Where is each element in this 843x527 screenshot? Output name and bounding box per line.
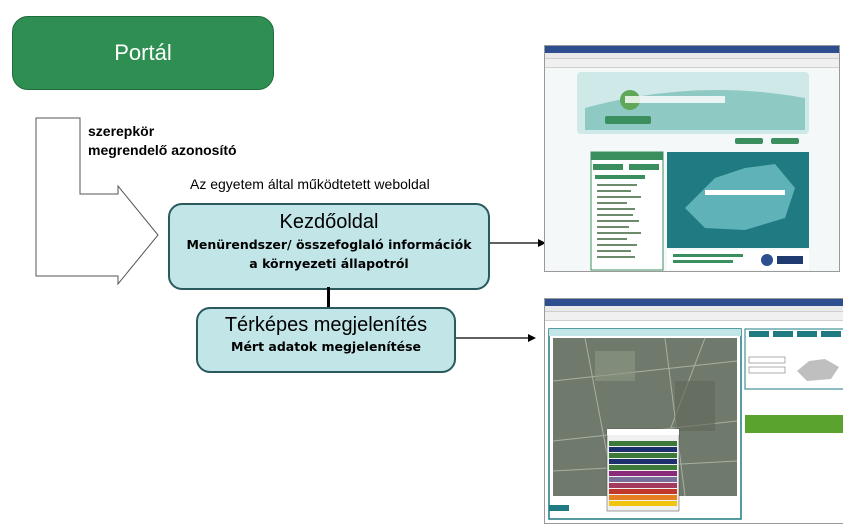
map-view-subtitle: Mért adatok megjelenítése: [231, 339, 421, 354]
customer-id-label: megrendelő azonosító: [88, 142, 237, 158]
home-to-map-connector: [327, 287, 330, 308]
map-view-screenshot: [544, 298, 843, 524]
home-pointer-arrow: [490, 239, 546, 247]
browser-menubar: [545, 53, 839, 59]
home-page-content: [545, 68, 839, 271]
home-page-subtitle-2: a környezeti állapotról: [249, 256, 409, 271]
home-page-box: Kezdőoldal Menürendszer/ összefoglaló in…: [168, 203, 490, 290]
browser-menubar: [545, 306, 843, 312]
browser-titlebar: [545, 299, 843, 306]
browser-titlebar: [545, 46, 839, 53]
portal-label: Portál: [114, 40, 172, 65]
map-view-box: Térképes megjelenítés Mért adatok megjel…: [196, 307, 456, 373]
map-view-content: [545, 321, 843, 523]
role-notes: szerepkör megrendelő azonosító: [88, 122, 237, 160]
portal-box: Portál: [12, 16, 274, 90]
map-view-title: Térképes megjelenítés: [224, 314, 428, 336]
browser-toolbar: [545, 312, 843, 321]
role-label: szerepkör: [88, 123, 155, 139]
home-page-subtitle-1: Menürendszer/ összefoglaló információk: [186, 237, 472, 252]
browser-toolbar: [545, 59, 839, 68]
map-pointer-arrow: [456, 334, 536, 342]
university-site-caption: Az egyetem által működtetett weboldal: [190, 176, 430, 192]
home-page-screenshot: [544, 45, 840, 272]
home-page-title: Kezdőoldal: [279, 211, 379, 233]
